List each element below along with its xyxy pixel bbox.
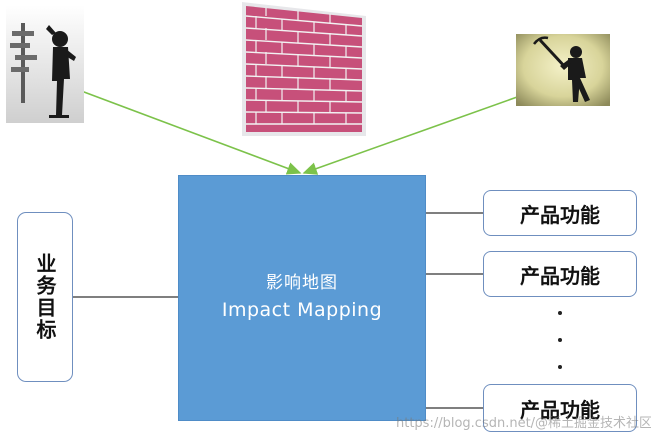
product-feature-box-3: 产品功能 [483,384,637,432]
product-feature-box-1: 产品功能 [483,190,637,236]
arrow-right-to-center [302,95,521,175]
ellipsis-dot-2 [558,338,562,342]
confused-man-signpost-illustration [6,5,84,123]
product-feature-label-1: 产品功能 [520,202,600,227]
ellipsis-dot-1 [558,311,562,315]
impact-mapping-center-box: 影响地图 Impact Mapping [178,175,426,421]
watermark-text: https://blog.csdn.net/@稀土掘金技术社区 [396,416,651,431]
vertical-ellipsis [556,303,566,378]
business-goal-label: 业务目标 [33,253,57,341]
ellipsis-dot-3 [558,365,562,369]
brick-wall-illustration [242,2,366,136]
product-feature-label-3: 产品功能 [520,397,600,422]
center-title-english: Impact Mapping [221,298,383,321]
man-with-pickaxe-illustration [516,34,610,106]
product-feature-box-2: 产品功能 [483,251,637,297]
business-goal-box: 业务目标 [17,212,73,382]
center-title-chinese: 影响地图 [266,272,338,293]
arrow-left-to-center [67,85,302,175]
product-feature-label-2: 产品功能 [520,263,600,288]
